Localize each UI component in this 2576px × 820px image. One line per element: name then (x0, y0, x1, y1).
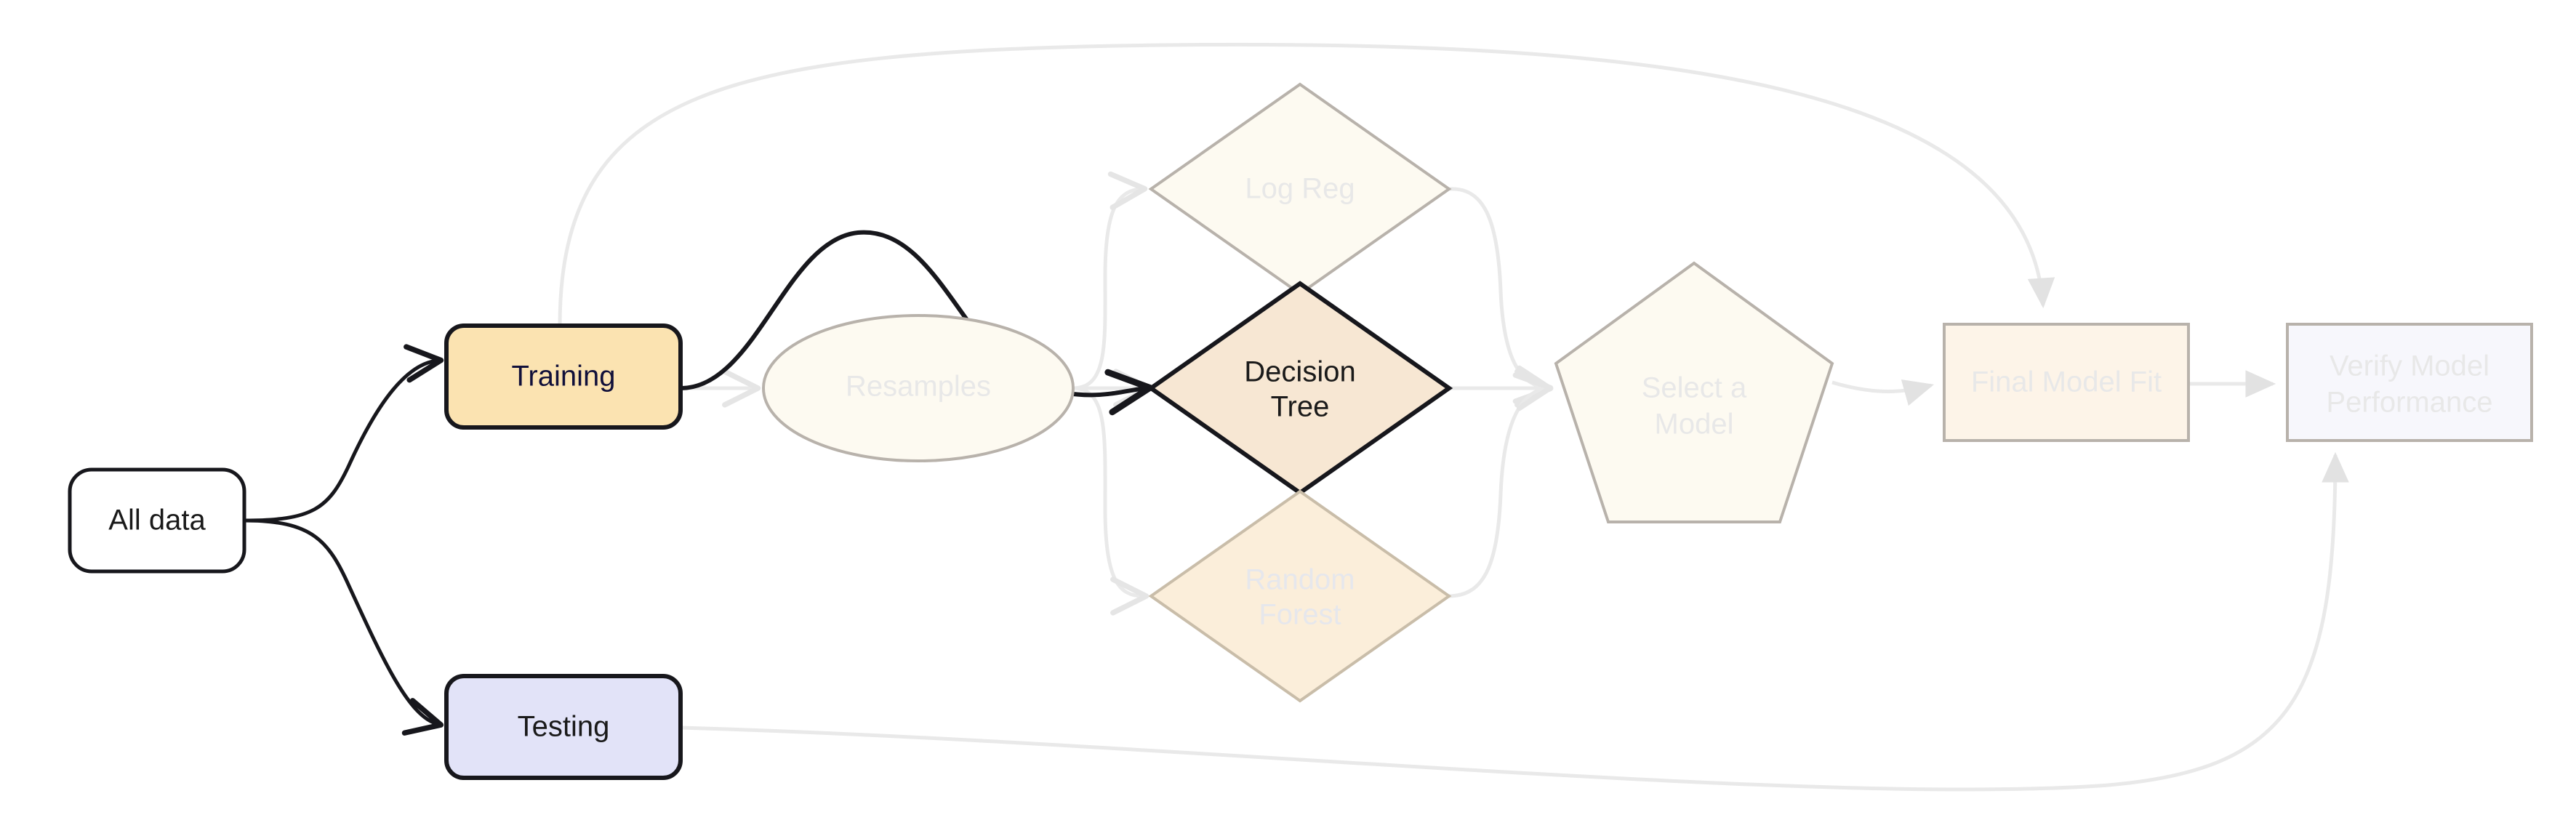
node-random-forest[interactable]: Random Forest (1148, 489, 1452, 703)
node-resamples[interactable]: Resamples (762, 314, 1075, 462)
resamples-label: Resamples (846, 371, 991, 403)
select-a-model-shape[interactable] (1554, 261, 1834, 523)
edge-all-data-to-testing (244, 518, 444, 736)
node-testing[interactable]: Testing (444, 674, 683, 780)
resamples-shape[interactable] (762, 314, 1075, 462)
edge-resamples-to-log-reg (1072, 171, 1148, 390)
node-verify-model-performance[interactable]: Verify Model Performance (2286, 323, 2533, 442)
decision-tree-label-line-2: Tree (1271, 391, 1330, 423)
testing-shape[interactable] (444, 674, 683, 780)
edge-log-reg-to-select-a-model (1449, 187, 1554, 404)
select-a-model-label-line-1: Select a (1642, 372, 1747, 404)
final-model-fit-label: Final Model Fit (1971, 366, 2162, 398)
edge-layer (244, 42, 2349, 792)
verify-model-performance-label-line-1: Verify Model (2330, 350, 2489, 382)
node-select-a-model[interactable]: Select a Model (1554, 261, 1834, 523)
node-final-model-fit[interactable]: Final Model Fit (1943, 323, 2190, 442)
decision-tree-shape[interactable] (1147, 281, 1453, 496)
edge-testing-to-verify (680, 451, 2349, 792)
training-label: Training (511, 361, 615, 393)
training-shape[interactable] (444, 323, 683, 430)
node-all-data[interactable]: All data (68, 467, 246, 574)
node-training[interactable]: Training (444, 323, 683, 430)
node-decision-tree[interactable]: Decision Tree (1147, 281, 1453, 496)
random-forest-shape[interactable] (1148, 489, 1452, 703)
final-model-fit-shape[interactable] (1943, 323, 2190, 442)
testing-label: Testing (518, 711, 610, 743)
random-forest-label-line-2: Forest (1259, 599, 1341, 631)
verify-model-performance-label-line-2: Performance (2327, 387, 2493, 419)
all-data-label: All data (108, 505, 206, 536)
edge-resamples-to-random-forest (1072, 386, 1149, 616)
verify-model-performance-shape[interactable] (2286, 323, 2533, 442)
edge-training-to-final-model-fit (558, 42, 2055, 326)
all-data-shape[interactable] (68, 467, 246, 574)
random-forest-label-line-1: Random (1245, 564, 1355, 596)
edge-random-forest-to-select-a-model (1448, 372, 1554, 598)
edge-training-to-decision-tree (680, 230, 1153, 416)
decision-tree-label-line-1: Decision (1244, 356, 1355, 388)
edge-select-a-model-to-final-model-fit (1831, 379, 1935, 406)
edge-all-data-to-training (244, 344, 444, 523)
log-reg-label: Log Reg (1245, 173, 1355, 205)
node-log-reg[interactable]: Log Reg (1148, 82, 1452, 296)
select-a-model-label-line-2: Model (1655, 409, 1734, 441)
